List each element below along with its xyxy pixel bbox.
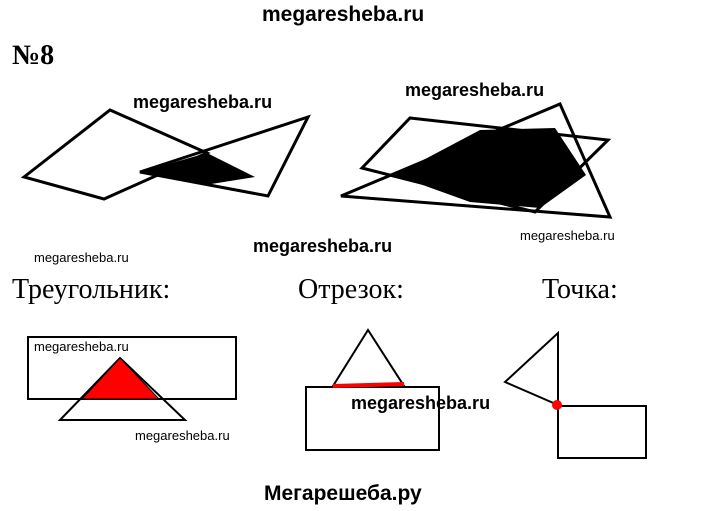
figure-2 (340, 102, 613, 219)
point-example-highlight (552, 400, 562, 410)
point-example-rect (557, 405, 647, 459)
watermark: megaresheba.ru (405, 80, 545, 100)
segment-example-highlight (332, 382, 405, 388)
figure-1-right-shape (139, 114, 311, 198)
point-example-triangle (503, 330, 559, 407)
label-segment: Отрезок: (298, 274, 404, 305)
task-number: №8 (12, 40, 55, 71)
label-point: Точка: (542, 274, 618, 305)
triangle-example-intersection (80, 357, 161, 400)
watermark: megaresheba.ru (133, 92, 273, 112)
figure-1-intersection (140, 153, 255, 185)
figure-1 (20, 108, 311, 201)
triangle-example (27, 336, 237, 421)
label-triangle: Треугольник: (12, 274, 171, 305)
point-example (503, 330, 647, 459)
segment-example-rect (305, 386, 440, 451)
figure-2-intersection (395, 128, 586, 208)
triangle-example-triangle (57, 356, 188, 421)
watermark: megaresheba.ru (135, 428, 230, 443)
watermark: megaresheba.ru (34, 339, 129, 354)
watermark: megaresheba.ru (34, 250, 129, 265)
footer-brand: Мегарешеба.ру (264, 482, 422, 505)
watermark: megaresheba.ru (520, 228, 615, 243)
segment-example (305, 328, 440, 451)
site-header: megaresheba.ru (262, 3, 425, 26)
watermark: megaresheba.ru (253, 236, 393, 256)
watermark: megaresheba.ru (351, 393, 491, 413)
figure-1-left-shape (20, 108, 211, 201)
segment-example-triangle (331, 328, 406, 387)
